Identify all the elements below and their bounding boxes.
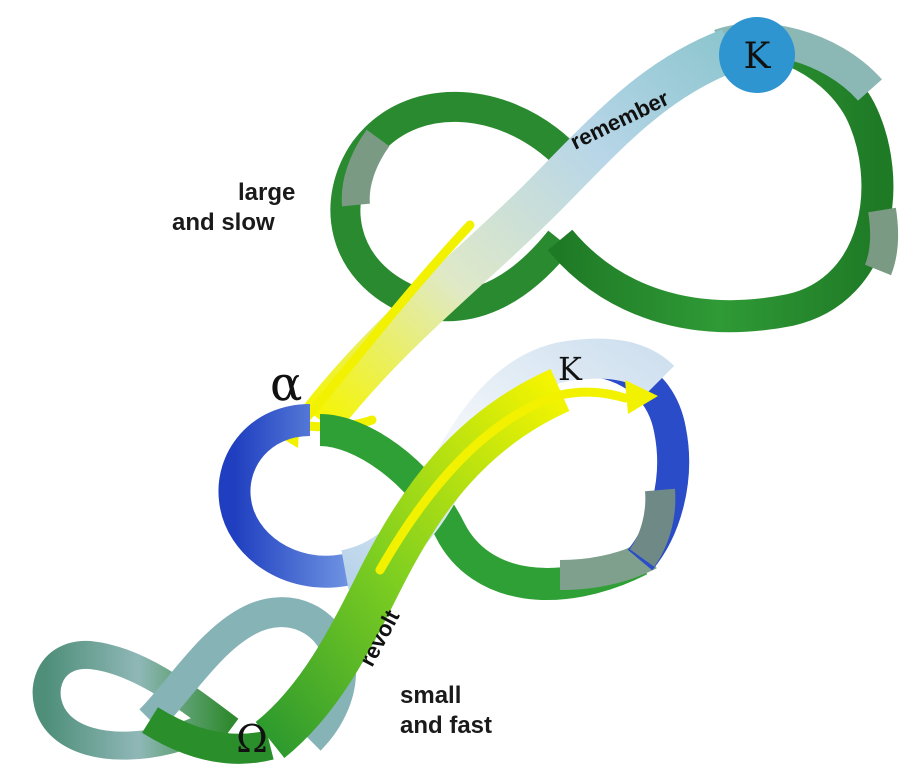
kappa-circle xyxy=(719,17,795,93)
kappa-mid-symbol: K xyxy=(558,350,583,388)
large-loop-left-lobe xyxy=(330,91,572,322)
remember-band xyxy=(302,29,739,434)
middle-loop-right-shade xyxy=(629,488,676,567)
arrow-right-icon xyxy=(625,380,658,414)
kappa-top-symbol: K xyxy=(744,36,772,77)
omega-symbol: Ω xyxy=(236,717,268,761)
small-fast-label-line1: small xyxy=(400,682,461,709)
small-fast-label-line2: and fast xyxy=(400,712,492,739)
remember-arrow-shaft xyxy=(295,220,475,430)
middle-loop-back-shade xyxy=(559,541,657,590)
small-fast-loop: Ω revolt xyxy=(32,368,658,764)
large-slow-label-line1: large xyxy=(238,179,295,206)
large-loop-right-edge xyxy=(864,207,899,276)
small-loop-front-band xyxy=(142,707,274,764)
large-loop-left-shade xyxy=(341,129,390,207)
alpha-symbol: α xyxy=(270,356,302,412)
large-slow-label-line2: and slow xyxy=(172,209,275,236)
revolt-arrow-shaft xyxy=(375,387,630,575)
large-loop-right-lobe xyxy=(547,24,894,333)
